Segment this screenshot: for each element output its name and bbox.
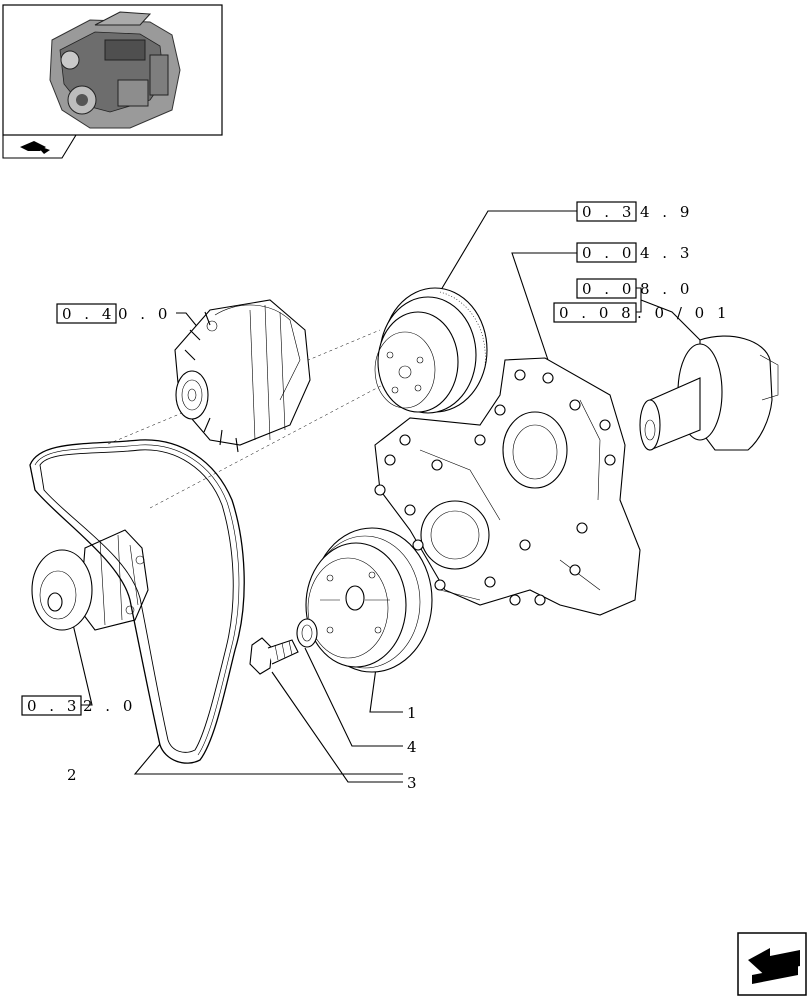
ref-032-0[interactable]: 0 . 3 2 . 0 — [21, 695, 136, 716]
next-page-arrow-icon[interactable] — [737, 932, 807, 996]
crankshaft-part[interactable] — [639, 335, 779, 451]
ref-040-0[interactable]: 0 . 4 0 . 0 — [56, 303, 171, 324]
alternator-part[interactable] — [174, 299, 311, 453]
ref-rest-text: . 0 / 0 1 — [637, 304, 731, 322]
ref-boxed-text: 0 . 0 8 — [559, 304, 635, 322]
bolt-part[interactable] — [249, 637, 299, 675]
ref-boxed-text: 0 . 3 — [27, 697, 80, 715]
callout-4: 4 — [407, 738, 421, 756]
ref-004-3[interactable]: 0 . 0 4 . 3 — [576, 242, 693, 263]
ref-rest-text: 4 . 3 — [640, 244, 693, 262]
callout-3: 3 — [407, 774, 421, 792]
section-nav-icon[interactable] — [2, 134, 77, 159]
crank-pulley-part[interactable] — [305, 527, 433, 673]
ref-boxed-text: 0 . 3 — [582, 203, 635, 221]
ref-rest-text: 0 . 0 — [118, 305, 171, 323]
timing-cover-part[interactable] — [374, 357, 641, 616]
ref-rest-text: 2 . 0 — [83, 697, 136, 715]
ref-rest-text: 4 . 9 — [640, 203, 693, 221]
leader-lines — [71, 210, 701, 783]
ref-rest-text: 8 . 0 — [640, 280, 693, 298]
washer-part[interactable] — [296, 618, 318, 648]
ref-008-0-01[interactable]: 0 . 0 8 . 0 / 0 1 — [553, 302, 731, 323]
ref-034-9[interactable]: 0 . 3 4 . 9 — [576, 201, 693, 222]
pump-pulley-part[interactable] — [374, 287, 488, 414]
engine-thumbnail-icon — [49, 11, 181, 129]
callout-2: 2 — [67, 766, 81, 784]
engine-thumbnail[interactable] — [2, 4, 223, 136]
callout-1: 1 — [407, 704, 421, 722]
ref-008-0[interactable]: 0 . 0 8 . 0 — [576, 278, 693, 299]
ref-boxed-text: 0 . 4 — [62, 305, 115, 323]
belt-part[interactable] — [29, 439, 245, 764]
ref-boxed-text: 0 . 0 — [582, 244, 635, 262]
ref-boxed-text: 0 . 0 — [582, 280, 635, 298]
water-pump-part[interactable] — [31, 529, 149, 631]
cover-bolts — [374, 369, 616, 606]
